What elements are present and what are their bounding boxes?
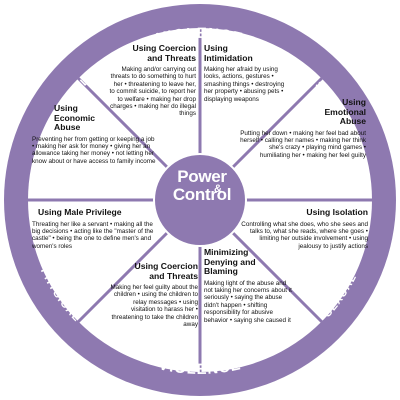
center-title: Power & Control	[150, 168, 254, 204]
segment-heading: Minimizing Denying and Blaming	[204, 247, 256, 276]
segment-male-privilege: Using Male Privilege Threating her like …	[32, 207, 158, 250]
segment-coercion-threats-top: Using Coercion and Threats Making and/or…	[108, 43, 196, 118]
segment-economic-abuse: Using Economic Abuse Preventing her from…	[32, 103, 158, 165]
segment-emotional-abuse: Using Emotional Abuse Putting her down •…	[240, 97, 366, 159]
segment-heading: Using Male Privilege	[38, 207, 122, 217]
segment-minimizing-denying-blaming: Minimizing Denying and Blaming Making li…	[204, 247, 296, 324]
segment-body: Making her afraid by using looks, action…	[204, 66, 285, 103]
segment-heading: Using Coercion and Threats	[134, 261, 198, 281]
segment-body: Making and/or carrying out threats to do…	[109, 66, 196, 118]
spoke-upper-right	[230, 76, 324, 170]
center-ampersand: &	[214, 183, 222, 195]
segment-body: Controlling what she does, who she sees …	[241, 220, 368, 250]
segment-body: Making her feel guilty about the childre…	[110, 284, 198, 329]
segment-body: Preventing her from getting or keeping a…	[32, 135, 156, 165]
segment-body: Putting her down • making her feel bad a…	[240, 129, 366, 159]
segment-heading: Using Isolation	[306, 207, 368, 217]
ring-label-bottom: VIOLENCE	[157, 356, 243, 378]
segment-coercion-threats-bottom: Using Coercion and Threats Making her fe…	[108, 261, 198, 329]
hub	[153, 153, 247, 247]
center-control: Control	[172, 185, 232, 204]
segment-body: Threating her like a servant • making al…	[32, 220, 154, 250]
ring-label-top: VIOLENCE	[155, 25, 245, 47]
spoke-lower-right	[230, 230, 324, 324]
spoke-lower-left	[76, 230, 170, 324]
segment-body: Making light of the abuse and not taking…	[204, 279, 292, 324]
segment-heading: Using Emotional Abuse	[324, 97, 366, 126]
center-power: Power	[177, 167, 227, 186]
segment-heading: Using Economic Abuse	[54, 103, 96, 132]
spokes	[28, 28, 372, 372]
segment-intimidation: Using Intimidation Making her afraid by …	[204, 43, 292, 103]
segment-heading: Using Coercion and Threats	[132, 43, 196, 63]
segment-heading: Using Intimidation	[204, 43, 253, 63]
spoke-upper-left	[76, 76, 170, 170]
segment-isolation: Using Isolation Controlling what she doe…	[240, 207, 368, 250]
